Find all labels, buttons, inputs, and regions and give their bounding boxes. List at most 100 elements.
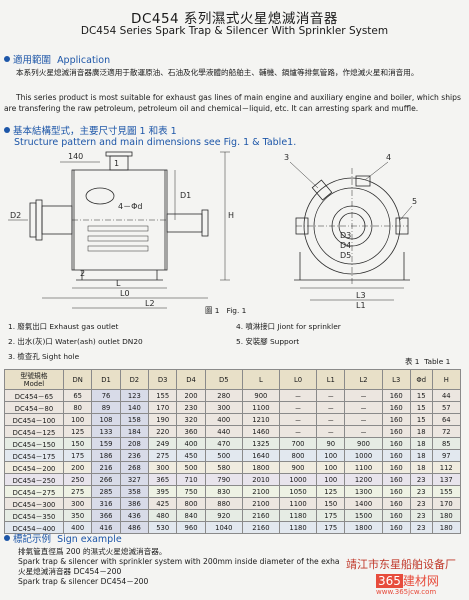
table-cell: 350 xyxy=(62,509,93,522)
col-header: L xyxy=(241,369,280,390)
col-header: D1 xyxy=(91,369,121,390)
table-cell: 1100 xyxy=(344,461,383,474)
table-cell: 160 xyxy=(381,521,411,534)
table-cell: 840 xyxy=(176,509,206,522)
table-cell: 710 xyxy=(176,473,206,486)
bullet-icon xyxy=(4,535,10,541)
table-cell: 180 xyxy=(431,521,462,534)
table-cell: 125 xyxy=(316,485,346,498)
table-cell: 160 xyxy=(381,401,411,414)
table-cell: 486 xyxy=(119,521,150,534)
table-cell: 900 xyxy=(241,389,280,402)
table-cell: 18 xyxy=(409,425,433,438)
application-text-en: This series product is most suitable for… xyxy=(4,93,461,113)
table-cell: 400 xyxy=(62,521,93,534)
dim-l2: L2 xyxy=(145,299,155,308)
table-cell: － xyxy=(316,413,346,426)
table-cell: 18 xyxy=(409,461,433,474)
table-cell: 158 xyxy=(119,413,150,426)
table-cell: 80 xyxy=(62,401,93,414)
table-cell: 1500 xyxy=(344,509,383,522)
table-cell: 1640 xyxy=(241,449,280,462)
col-header: L2 xyxy=(344,369,383,390)
table-cell: 220 xyxy=(148,425,178,438)
table-cell: 285 xyxy=(91,485,121,498)
table-cell: 160 xyxy=(381,437,411,450)
table-cell: 160 xyxy=(381,497,411,510)
callout-5: 5 xyxy=(412,197,417,206)
table-cell: 2100 xyxy=(241,485,280,498)
sign-line-1: 排氣管直徑爲 200 的濕式火星熄滅消音器。 xyxy=(18,547,167,556)
table-cell: 1180 xyxy=(278,521,318,534)
table-cell: 425 xyxy=(148,497,178,510)
table-cell: 190 xyxy=(148,413,178,426)
table-cell: 200 xyxy=(176,389,206,402)
table-cell: 800 xyxy=(278,449,318,462)
table-cell: 236 xyxy=(119,449,150,462)
table-cell: 150 xyxy=(62,437,93,450)
table-cell: 76 xyxy=(91,389,121,402)
table-cell: － xyxy=(316,425,346,438)
table-cell: 2100 xyxy=(241,497,280,510)
table-cell: － xyxy=(316,389,346,402)
table-cell: 1000 xyxy=(344,449,383,462)
model-cell: DC454－125 xyxy=(4,425,64,438)
model-cell: DC454－80 xyxy=(4,401,64,414)
table-cell: 249 xyxy=(148,437,178,450)
dim-140: 140 xyxy=(68,152,83,161)
col-header: D3 xyxy=(148,369,178,390)
legend-item-4: 4. 噴淋接口 Jiont for sprinkler xyxy=(236,322,341,331)
table-cell: 1180 xyxy=(278,509,318,522)
legend-item-3: 3. 檢查孔 Sight hole xyxy=(8,352,80,361)
table-cell: 386 xyxy=(119,497,150,510)
structure-heading: 基本結構型式，主要尺寸見圖 1 和表 1 xyxy=(4,123,177,137)
table-cell: 100 xyxy=(316,461,346,474)
table-cell: 580 xyxy=(204,461,243,474)
table-cell: 300 xyxy=(62,497,93,510)
table-cell: 2160 xyxy=(241,509,280,522)
bullet-icon xyxy=(4,56,10,62)
model-cell: DC454－400 xyxy=(4,521,64,534)
col-header: DN xyxy=(62,369,93,390)
table-cell: 23 xyxy=(409,497,433,510)
table-cell: 100 xyxy=(316,449,346,462)
sign-line-3: 火星熄滅消音器 DC454－200 xyxy=(18,567,122,576)
model-cell: DC454－65 xyxy=(4,389,64,402)
callout-3: 3 xyxy=(284,153,289,162)
table-cell: 900 xyxy=(278,461,318,474)
table-cell: 133 xyxy=(91,425,121,438)
table-cell: 1100 xyxy=(278,497,318,510)
table-cell: 175 xyxy=(316,509,346,522)
table-cell: － xyxy=(278,425,318,438)
table-cell: 159 xyxy=(91,437,121,450)
table-cell: － xyxy=(278,401,318,414)
model-cell: DC454－100 xyxy=(4,413,64,426)
table-cell: 395 xyxy=(148,485,178,498)
dim-l0: L0 xyxy=(120,289,130,298)
table-cell: 123 xyxy=(119,389,150,402)
table-cell: 365 xyxy=(148,473,178,486)
table-cell: 108 xyxy=(91,413,121,426)
table-cell: 160 xyxy=(381,485,411,498)
model-cell: DC454－300 xyxy=(4,497,64,510)
table-cell: 85 xyxy=(431,437,462,450)
dim-phi-d: 4－Φd xyxy=(118,202,142,211)
model-cell: DC454－150 xyxy=(4,437,64,450)
table-cell: 160 xyxy=(381,389,411,402)
dim-d2: D2 xyxy=(10,211,21,220)
table-cell: 1800 xyxy=(241,461,280,474)
table-cell: 960 xyxy=(176,521,206,534)
table-cell: 216 xyxy=(91,461,121,474)
table-cell: 140 xyxy=(119,401,150,414)
table-cell: 327 xyxy=(119,473,150,486)
table-cell: 750 xyxy=(176,485,206,498)
model-cell: DC454－175 xyxy=(4,449,64,462)
watermark-url: www.365jcw.com xyxy=(376,588,437,596)
table-cell: 137 xyxy=(431,473,462,486)
table-cell: 15 xyxy=(409,389,433,402)
table-cell: 1100 xyxy=(241,401,280,414)
table-cell: 400 xyxy=(176,437,206,450)
table-cell: 450 xyxy=(176,449,206,462)
